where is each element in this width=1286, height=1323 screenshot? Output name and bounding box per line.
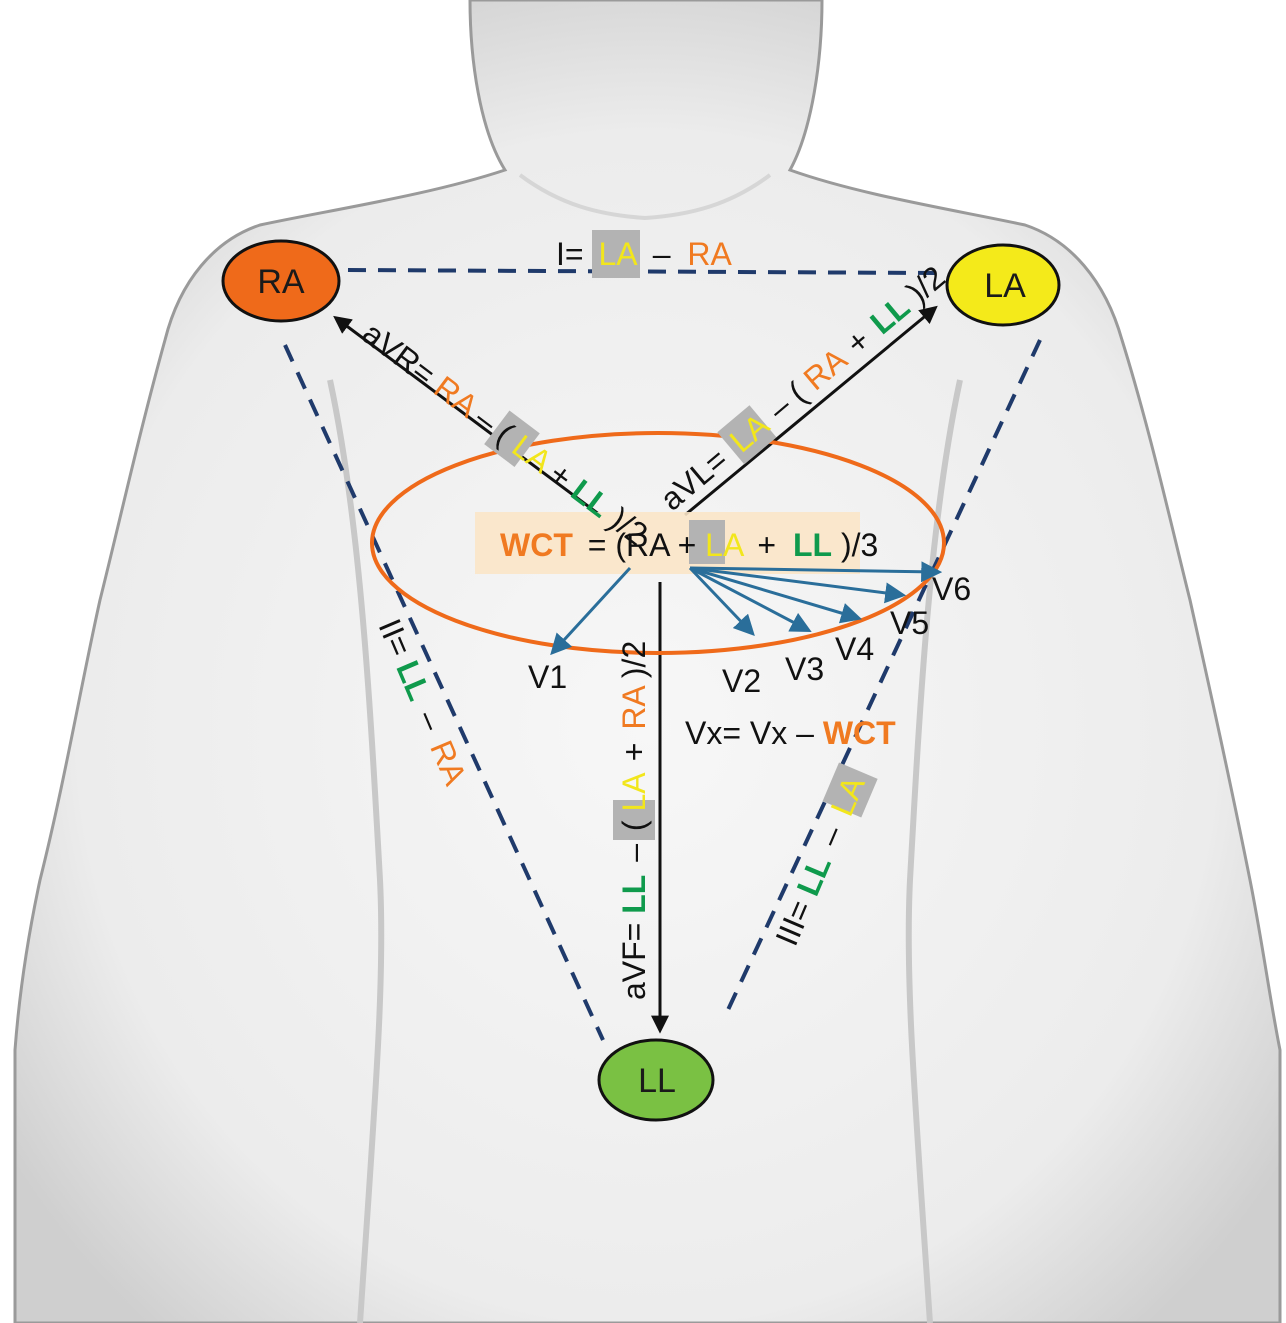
wct-ll-term: LL xyxy=(793,527,832,563)
aVR-la-highlight xyxy=(484,410,540,467)
wct-formula-text: WCT = (RA + LA + LL )/3 xyxy=(500,527,878,563)
aVF-close: )/2 xyxy=(616,641,652,678)
electrode-ll-label: LL xyxy=(638,1062,676,1100)
lead-I-la-highlight xyxy=(592,230,640,278)
lead-I-minus: – xyxy=(653,236,671,272)
aVF-name: aVF= xyxy=(616,923,652,1000)
electrode-ra-label: RA xyxy=(257,263,305,301)
v1-label: V1 xyxy=(528,659,567,695)
v2-label: V2 xyxy=(722,663,761,699)
lead-I-la: LA xyxy=(598,236,638,272)
aVF-ra: RA xyxy=(616,685,652,730)
wct-ellipse xyxy=(370,431,946,655)
aVL-la-highlight xyxy=(717,405,777,465)
v5-label: V5 xyxy=(890,605,929,641)
lead-II-line xyxy=(283,344,605,1041)
aVF-ll: LL xyxy=(616,875,652,914)
lead-I-line xyxy=(347,268,936,275)
lead-II-minus: – xyxy=(410,705,450,736)
v4-label: V4 xyxy=(835,631,874,667)
v4-arrow xyxy=(689,566,863,624)
wct-plus: + xyxy=(757,527,776,563)
v5-arrow xyxy=(689,566,907,604)
aVF-paren: ( xyxy=(616,820,652,831)
precordial-arrows xyxy=(550,561,943,656)
electrode-la-label: LA xyxy=(984,267,1026,305)
vx-formula-prefix: Vx= Vx – xyxy=(685,715,823,751)
electrode-ra: RA xyxy=(221,239,341,323)
wct-la-term: LA xyxy=(705,527,745,563)
v6-label: V6 xyxy=(932,571,971,607)
augmented-lead-arrows xyxy=(333,305,938,1034)
vx-wct-term: WCT xyxy=(823,715,896,751)
v3-arrow xyxy=(689,566,812,632)
wct-formula-prefix: = (RA + xyxy=(588,527,705,563)
aVR-label: aVR= RA – ( LA + LL )/2 xyxy=(356,315,655,552)
aVF-minus: – xyxy=(616,844,652,862)
aVF-label-group: aVF= LL – ( LA + RA )/2 xyxy=(613,641,655,1000)
wct-term: WCT xyxy=(500,527,573,563)
v2-arrow xyxy=(688,566,755,637)
vx-formula: Vx= Vx – WCT xyxy=(685,715,896,751)
lead-I-label: I= LA – RA xyxy=(556,236,733,272)
aVR-arrow xyxy=(333,315,601,517)
precordial-labels: V1 V2 V3 V4 V5 V6 xyxy=(528,571,971,699)
aVR-label-group: aVR= RA – ( LA + LL )/2 xyxy=(356,315,655,552)
v6-arrow xyxy=(689,561,943,583)
aVF-plus: + xyxy=(616,743,652,762)
aVL-arrow xyxy=(684,305,938,517)
lead-III-la-highlight xyxy=(822,762,878,818)
electrode-la: LA xyxy=(945,243,1061,327)
wct-la-highlight xyxy=(689,520,725,564)
wct-formula-suffix: )/3 xyxy=(841,527,878,563)
v1-arrow xyxy=(550,566,632,656)
wct-formula-box xyxy=(475,512,860,574)
aVF-la: LA xyxy=(616,772,652,812)
electrode-ll: LL xyxy=(597,1038,715,1122)
lead-III-minus: – xyxy=(811,820,851,851)
torso-silhouette xyxy=(13,0,1282,1323)
aVF-label: aVF= LL – ( LA + RA )/2 xyxy=(616,641,652,1000)
aVF-la-highlight xyxy=(613,800,655,840)
lead-III-line xyxy=(725,339,1042,1013)
v3-label: V3 xyxy=(785,651,824,687)
lead-I-ra: RA xyxy=(687,236,732,272)
lead-I-name: I= xyxy=(556,236,584,272)
einthoven-triangle xyxy=(283,268,1042,1041)
